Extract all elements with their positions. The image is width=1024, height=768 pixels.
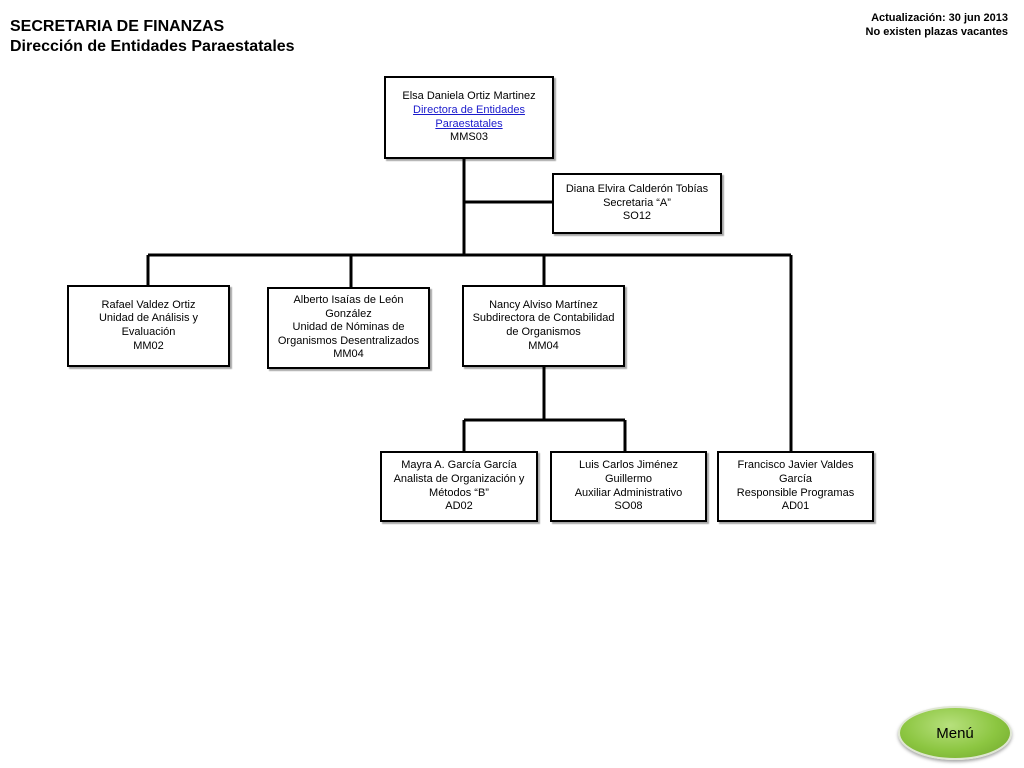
programs-role: Responsible Programas bbox=[736, 486, 855, 499]
organization-title: SECRETARIA DE FINANZAS bbox=[10, 18, 225, 35]
secretary-role: Secretaria “A” bbox=[603, 196, 671, 209]
secretary-code: SO12 bbox=[622, 210, 652, 223]
accounting-name: Nancy Alviso Martínez bbox=[489, 298, 598, 311]
analyst-role: Analista de Organización y Métodos “B” bbox=[393, 472, 525, 499]
director-role-link[interactable]: Directora de Entidades Paraestatales bbox=[413, 103, 525, 130]
analyst-code: AD02 bbox=[445, 500, 473, 513]
assistant-role: Auxiliar Administrativo bbox=[574, 486, 683, 499]
secretary-name: Diana Elvira Calderón Tobías bbox=[565, 183, 709, 196]
org-box-analyst: Mayra A. García García Analista de Organ… bbox=[380, 451, 538, 522]
director-name: Elsa Daniela Ortiz Martinez bbox=[402, 90, 536, 103]
menu-button-label: Menú bbox=[936, 724, 974, 742]
programs-code: AD01 bbox=[781, 500, 810, 513]
analyst-name: Mayra A. García García bbox=[401, 459, 517, 472]
vacancy-note: No existen plazas vacantes bbox=[865, 26, 1008, 38]
update-info: Actualización: 30 jun 2013 No existen pl… bbox=[866, 11, 1008, 39]
analysis-name: Rafael Valdez Ortiz bbox=[101, 298, 196, 311]
director-code: MMS03 bbox=[450, 131, 488, 144]
accounting-role: Subdirectora de Contabilidad de Organism… bbox=[472, 312, 615, 338]
page-title: SECRETARIA DE FINANZAS Dirección de Enti… bbox=[10, 17, 295, 57]
payroll-name: Alberto Isaías de León González bbox=[293, 294, 404, 320]
analysis-role: Unidad de Análisis y Evaluación bbox=[98, 312, 199, 338]
org-box-secretary: Diana Elvira Calderón Tobías Secretaria … bbox=[552, 173, 722, 234]
update-date: Actualización: 30 jun 2013 bbox=[871, 12, 1008, 24]
org-box-director: Elsa Daniela Ortiz Martinez Directora de… bbox=[384, 76, 554, 159]
assistant-name: Luis Carlos Jiménez Guillermo bbox=[578, 459, 679, 485]
payroll-role: Unidad de Nóminas de Organismos Desentra… bbox=[277, 321, 420, 347]
org-box-accounting: Nancy Alviso Martínez Subdirectora de Co… bbox=[462, 285, 625, 367]
payroll-code: MM04 bbox=[333, 348, 364, 361]
analysis-code: MM02 bbox=[133, 339, 164, 352]
org-box-payroll: Alberto Isaías de León González Unidad d… bbox=[267, 287, 430, 369]
org-box-programs: Francisco Javier Valdes García Responsib… bbox=[717, 451, 874, 522]
department-subtitle: Dirección de Entidades Paraestatales bbox=[10, 38, 295, 55]
menu-button[interactable]: Menú bbox=[898, 706, 1012, 760]
programs-name: Francisco Javier Valdes García bbox=[737, 459, 854, 485]
accounting-code: MM04 bbox=[528, 339, 559, 352]
assistant-code: SO08 bbox=[614, 500, 643, 513]
org-box-analysis: Rafael Valdez Ortiz Unidad de Análisis y… bbox=[67, 285, 230, 367]
org-box-assistant: Luis Carlos Jiménez Guillermo Auxiliar A… bbox=[550, 451, 707, 522]
